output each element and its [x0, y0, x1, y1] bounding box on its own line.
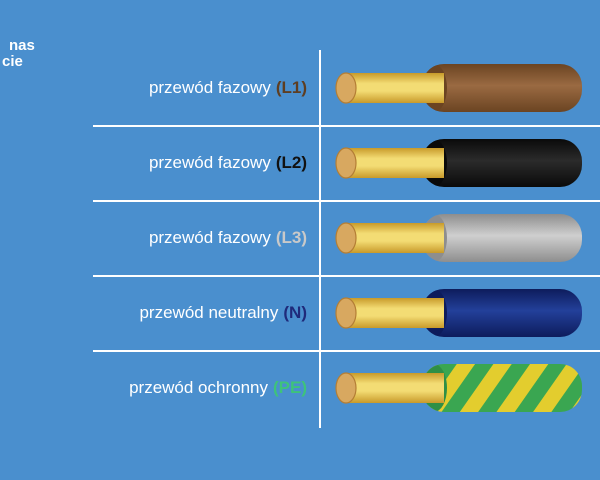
header-fragment-line-2: cie — [2, 53, 23, 70]
wire-row-pe: przewód ochronny(PE) — [0, 350, 600, 425]
wire-name: przewód ochronny — [129, 377, 268, 397]
wire-core-tip — [335, 72, 357, 104]
wire-core — [344, 223, 444, 253]
wire-core-tip — [335, 372, 357, 404]
wire-label: przewód fazowy(L3) — [149, 200, 307, 275]
wire-insulation — [422, 214, 582, 262]
row-divider-2 — [93, 200, 600, 202]
wire-core-tip — [335, 147, 357, 179]
row-divider-4 — [93, 350, 600, 352]
wire-core-tip — [335, 297, 357, 329]
wire-code: (PE) — [273, 377, 307, 397]
wire-core — [344, 298, 444, 328]
wire-label: przewód fazowy(L1) — [149, 50, 307, 125]
wire-code: (L2) — [275, 152, 307, 172]
wire-insulation — [422, 289, 582, 337]
wire-label: przewód neutralny(N) — [139, 275, 307, 350]
wire-insulation — [422, 64, 582, 112]
wire-code: (L3) — [275, 227, 307, 247]
yellow-green-wire-icon — [335, 364, 582, 412]
wire-code: (L1) — [275, 77, 307, 97]
wire-name: przewód neutralny — [139, 302, 279, 322]
row-divider-3 — [93, 275, 600, 277]
wire-label: przewód fazowy(L2) — [149, 125, 307, 200]
wire-core — [344, 73, 444, 103]
wire-row-l1: przewód fazowy(L1) — [0, 50, 600, 125]
wire-label: przewód ochronny(PE) — [129, 350, 307, 425]
header-fragment: nas cie — [0, 38, 35, 70]
header-fragment-line-1: nas — [9, 37, 35, 54]
row-divider-1 — [93, 125, 600, 127]
vertical-divider — [319, 50, 321, 428]
black-wire-icon — [335, 139, 582, 187]
wire-insulation — [422, 139, 582, 187]
wire-core — [344, 373, 444, 403]
wire-name: przewód fazowy — [148, 152, 271, 172]
wire-core-tip — [335, 222, 357, 254]
grey-wire-icon — [335, 214, 582, 262]
wire-code: (N) — [283, 302, 307, 322]
wire-row-n: przewód neutralny(N) — [0, 275, 600, 350]
wire-row-l2: przewód fazowy(L2) — [0, 125, 600, 200]
wire-core — [344, 148, 444, 178]
wire-row-l3: przewód fazowy(L3) — [0, 200, 600, 275]
wire-name: przewód fazowy — [148, 77, 271, 97]
brown-wire-icon — [335, 64, 582, 112]
wire-name: przewód fazowy — [148, 227, 271, 247]
blue-wire-icon — [335, 289, 582, 337]
wire-insulation — [422, 364, 582, 412]
